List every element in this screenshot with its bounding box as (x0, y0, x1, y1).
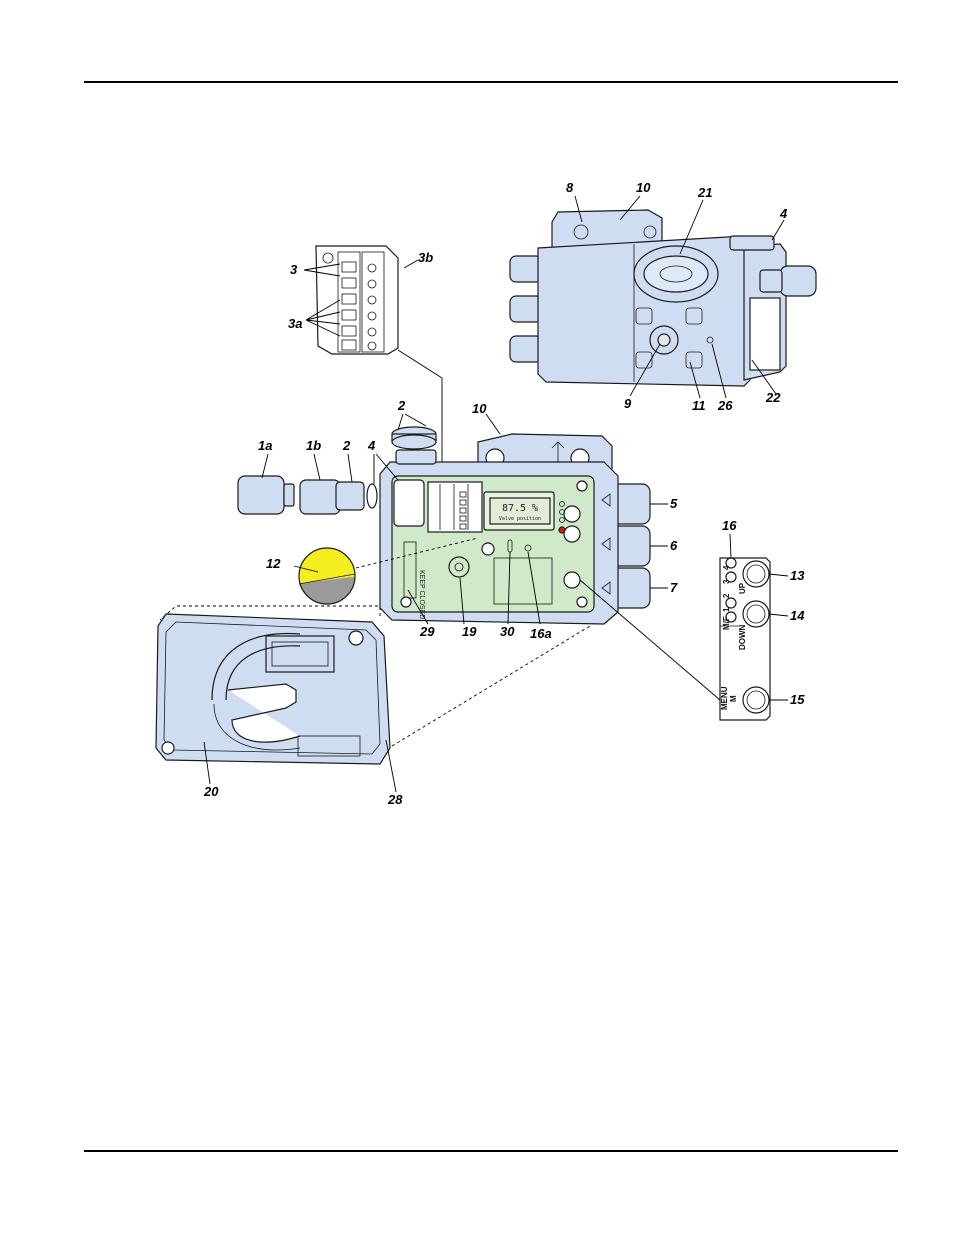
callout-8: 8 (566, 180, 574, 195)
callout-3b: 3b (418, 250, 433, 265)
housing-cover (156, 614, 390, 764)
red-led (559, 527, 565, 533)
display-filter-disc (296, 544, 360, 608)
led-3 (726, 598, 736, 608)
callout-16a: 16a (530, 626, 552, 641)
keypad-detail: UP DOWN MENU M M/F 1 2 3 4 (720, 558, 770, 720)
callout-9: 9 (624, 396, 632, 411)
led-number-2: 2 (722, 593, 731, 598)
callout-4: 4 (367, 438, 376, 453)
callout-21: 21 (697, 185, 712, 200)
led-number-4: 4 (722, 565, 731, 570)
callout-26: 26 (717, 398, 733, 413)
callout-5: 5 (670, 496, 678, 511)
callout-19: 19 (462, 624, 477, 639)
menu-button-small (564, 572, 580, 588)
up-button-small (564, 506, 580, 522)
callout-7: 7 (670, 580, 678, 595)
callout-10-top: 10 (636, 180, 651, 195)
callout-14: 14 (790, 608, 805, 623)
positioner-back-view (510, 210, 816, 386)
display-caption: Valve position (499, 516, 541, 522)
callout-28: 28 (387, 792, 403, 807)
callout-2-top: 2 (397, 398, 406, 413)
led-number-1: 1 (722, 607, 731, 612)
callout-30: 30 (500, 624, 515, 639)
key-up-label: UP (738, 582, 747, 594)
key-down-label: DOWN (738, 624, 747, 650)
callout-1b: 1b (306, 438, 321, 453)
callout-13: 13 (790, 568, 805, 583)
callout-1a: 1a (258, 438, 272, 453)
callout-22: 22 (765, 390, 781, 405)
callout-15: 15 (790, 692, 805, 707)
mode-label: M/F (722, 616, 731, 630)
led-number-3: 3 (722, 579, 731, 584)
callout-29: 29 (419, 624, 435, 639)
callout-2: 2 (342, 438, 351, 453)
callout-16: 16 (722, 518, 737, 533)
keep-closed-label: KEEP CLOSED (418, 570, 425, 619)
down-button-small (564, 526, 580, 542)
callout-20: 20 (203, 784, 219, 799)
key-menu-label: MENU (720, 686, 729, 710)
callout-3a: 3a (288, 316, 302, 331)
callout-12: 12 (266, 556, 281, 571)
key-menu-letter: M (729, 695, 738, 702)
callout-4-top: 4 (779, 206, 788, 221)
callout-6: 6 (670, 538, 678, 553)
callout-10: 10 (472, 401, 487, 416)
callout-3: 3 (290, 262, 298, 277)
display-value: 87.5 % (502, 503, 538, 514)
callout-11: 11 (692, 398, 706, 413)
